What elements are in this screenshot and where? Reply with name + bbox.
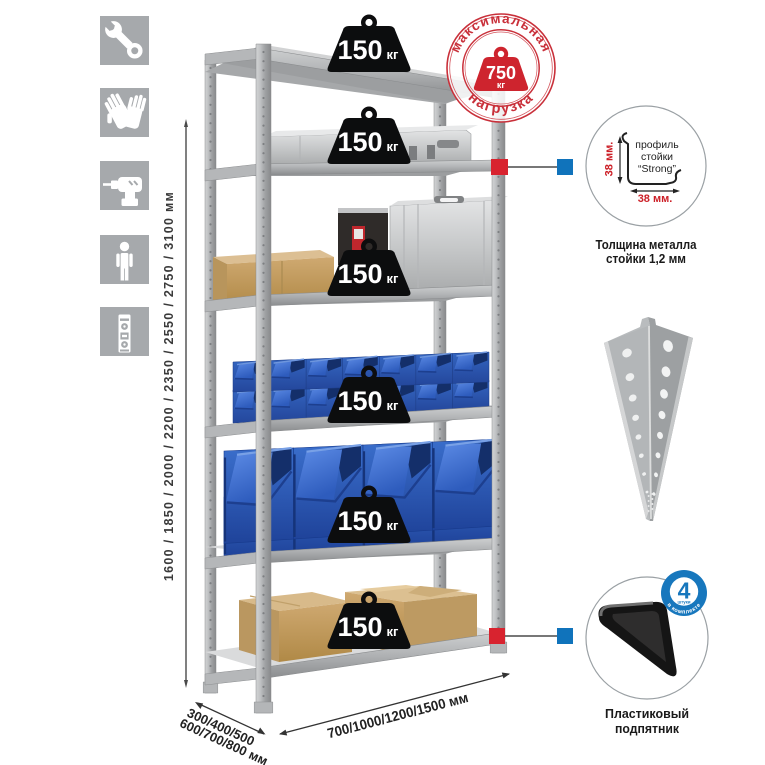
- svg-text:4: 4: [678, 578, 691, 604]
- svg-text:профиль: профиль: [635, 139, 679, 151]
- svg-text:150: 150: [337, 259, 382, 289]
- svg-text:150: 150: [337, 506, 382, 536]
- svg-text:150: 150: [337, 35, 382, 65]
- svg-text:стойки 1,2 мм: стойки 1,2 мм: [606, 251, 686, 266]
- svg-text:“Strong”: “Strong”: [638, 163, 676, 175]
- svg-text:штуки: штуки: [678, 600, 691, 605]
- svg-text:150: 150: [337, 612, 382, 642]
- svg-text:кг: кг: [387, 518, 400, 533]
- svg-text:подпятник: подпятник: [615, 721, 679, 736]
- svg-text:150: 150: [337, 127, 382, 157]
- svg-text:38 мм.: 38 мм.: [604, 142, 616, 177]
- svg-text:кг: кг: [387, 271, 400, 286]
- svg-text:750: 750: [486, 63, 516, 83]
- svg-text:1600 / 1850 / 2000 / 2200 / 23: 1600 / 1850 / 2000 / 2200 / 2350 / 2550 …: [162, 191, 176, 581]
- svg-text:кг: кг: [387, 624, 400, 639]
- svg-text:кг: кг: [387, 398, 400, 413]
- svg-text:700/1000/1200/1500 мм: 700/1000/1200/1500 мм: [326, 689, 470, 741]
- svg-text:Толщина металла: Толщина металла: [596, 237, 698, 252]
- svg-text:38 мм.: 38 мм.: [638, 193, 673, 205]
- svg-text:кг: кг: [387, 47, 400, 62]
- svg-text:кг: кг: [497, 80, 506, 90]
- svg-text:Пластиковый: Пластиковый: [605, 706, 689, 721]
- svg-text:150: 150: [337, 386, 382, 416]
- svg-text:стойки: стойки: [641, 151, 673, 163]
- svg-text:кг: кг: [387, 139, 400, 154]
